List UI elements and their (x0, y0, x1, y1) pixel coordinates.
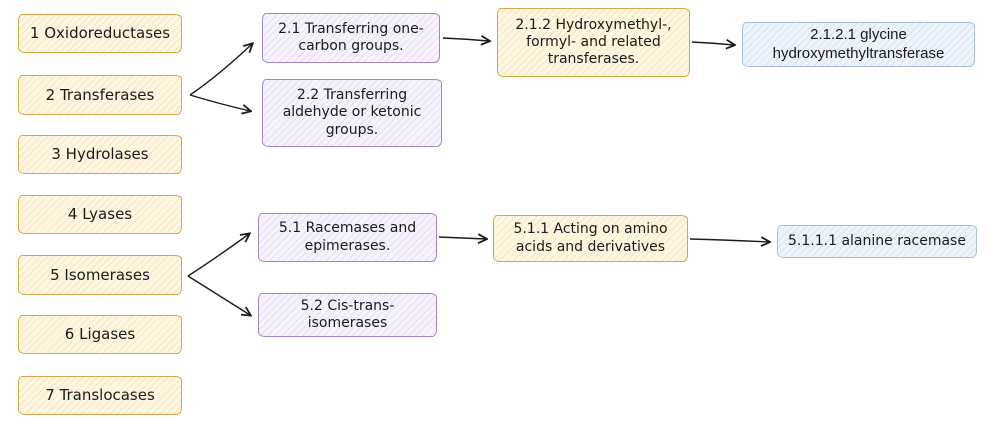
node-ec1[interactable]: 1 Oxidoreductases (18, 14, 182, 53)
node-ec2_1[interactable]: 2.1 Transferring one-carbon groups. (262, 13, 440, 63)
node-ec5_2[interactable]: 5.2 Cis-trans-isomerases (258, 293, 437, 337)
edge-ec2-to-ec2_1 (189, 44, 252, 96)
node-ec2_1_2[interactable]: 2.1.2 Hydroxymethyl-, formyl- and relate… (497, 8, 690, 77)
edge-ec2_1_2-to-ec2_1_2_1 (691, 42, 734, 45)
edge-ec5-to-ec5_1 (187, 234, 249, 277)
node-ec3[interactable]: 3 Hydrolases (18, 135, 182, 174)
edge-ec5-to-ec5_2 (187, 275, 250, 315)
node-ec2[interactable]: 2 Transferases (18, 75, 182, 115)
node-ec5_1_1_1[interactable]: 5.1.1.1 alanine racemase (777, 225, 977, 258)
edge-ec5_1_1-to-ec5_1_1_1 (689, 239, 769, 242)
node-ec4[interactable]: 4 Lyases (18, 195, 182, 234)
edge-ec2_1-to-ec2_1_2 (442, 38, 489, 41)
edge-ec5_1-to-ec5_1_1 (438, 237, 486, 239)
node-ec5[interactable]: 5 Isomerases (18, 255, 182, 295)
node-ec6[interactable]: 6 Ligases (18, 315, 182, 354)
node-ec5_1_1[interactable]: 5.1.1 Acting on amino acids and derivati… (493, 215, 688, 262)
edge-ec2-to-ec2_2 (189, 94, 250, 111)
node-ec7[interactable]: 7 Translocases (18, 376, 182, 415)
node-ec5_1[interactable]: 5.1 Racemases and epimerases. (258, 213, 437, 262)
node-ec2_1_2_1[interactable]: 2.1.2.1 glycine hydroxymethyltransferase (742, 22, 975, 67)
node-ec2_2[interactable]: 2.2 Transferring aldehyde or ketonic gro… (262, 79, 442, 147)
